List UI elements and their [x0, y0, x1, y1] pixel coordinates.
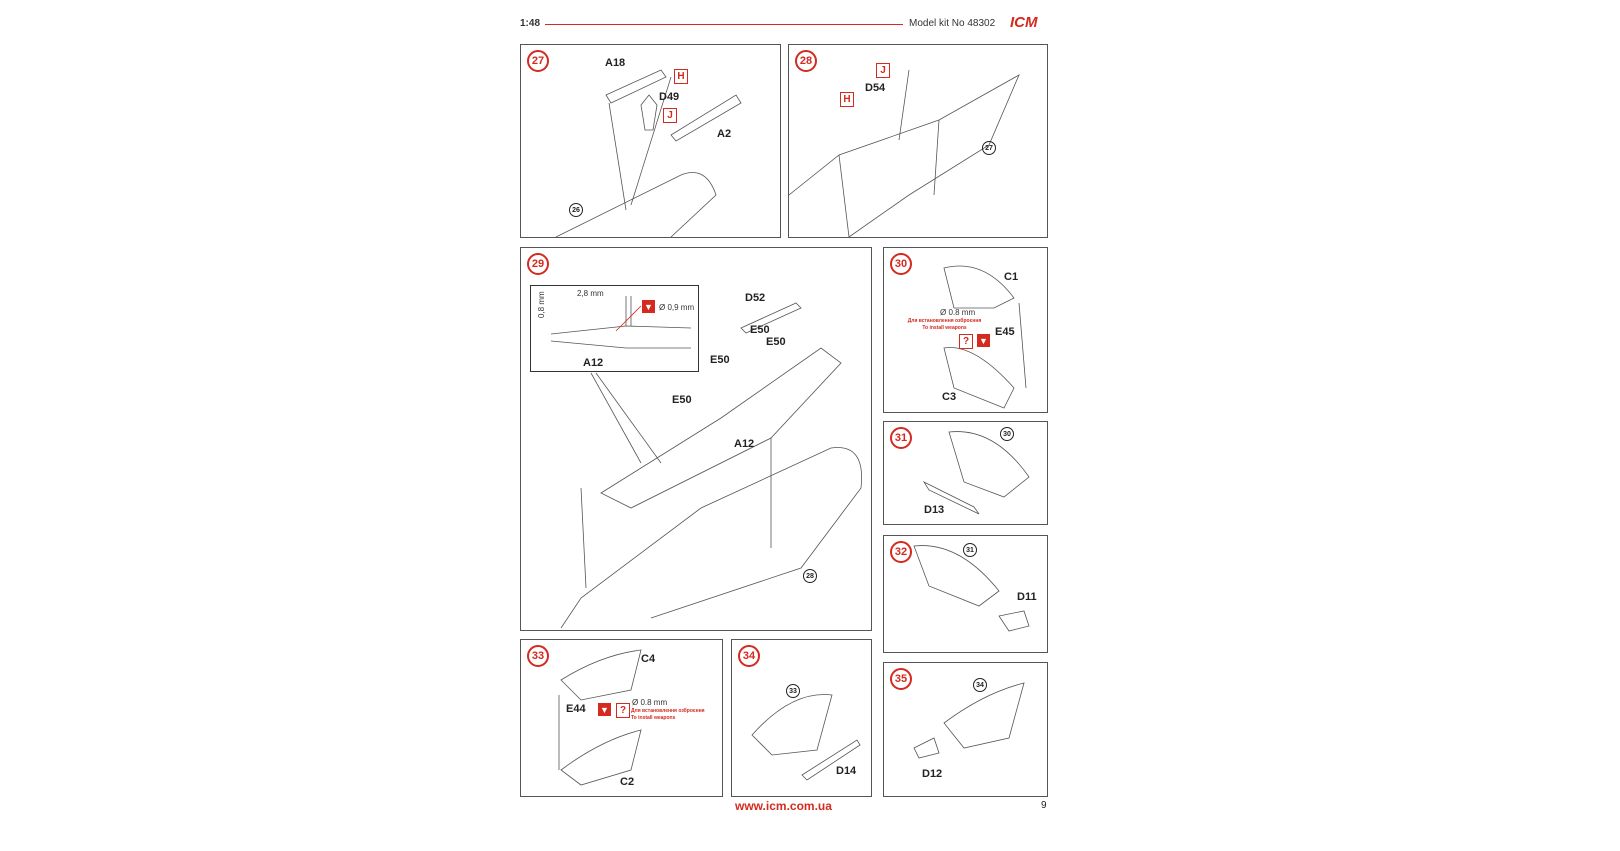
part-label: E50: [672, 394, 692, 406]
color-code-box: H: [840, 92, 854, 107]
part-label: D11: [1017, 591, 1037, 603]
drill-icon: ▼: [977, 334, 990, 347]
kit-number: Model kit No 48302: [909, 18, 996, 29]
step-33-panel: 33 C4 E44 ▼ ? Ø 0.8 mm Для встановлення …: [520, 639, 723, 797]
part-label: C1: [1004, 271, 1019, 283]
step-number: 29: [527, 253, 549, 275]
step-31-panel: 31 30 D13: [883, 421, 1048, 525]
part-label: E50: [750, 324, 770, 336]
step-reference: 27: [982, 141, 996, 155]
scale-label: 1:48: [520, 18, 541, 29]
step-32-panel: 32 31 D11: [883, 535, 1048, 653]
drill-diameter: Ø 0.8 mm: [632, 698, 668, 707]
step-reference: 34: [973, 678, 987, 692]
part-label: D49: [659, 91, 680, 103]
part-label: A18: [605, 57, 626, 69]
part-label: D12: [922, 768, 943, 780]
website-link[interactable]: www.icm.com.ua: [735, 799, 832, 813]
color-code-box: J: [876, 63, 890, 78]
step-number: 27: [527, 50, 549, 72]
drill-icon: ▼: [642, 300, 655, 313]
part-label: E45: [995, 326, 1015, 338]
step-number: 35: [890, 668, 912, 690]
color-code-box: J: [663, 108, 677, 123]
step-reference: 30: [1000, 427, 1014, 441]
header-rule: [545, 24, 903, 25]
part-label: C3: [942, 391, 957, 403]
note-ukrainian: Для встановлення озброєння: [631, 708, 705, 714]
step-number: 32: [890, 541, 912, 563]
part-label: C4: [641, 653, 656, 665]
page-number: 9: [1041, 800, 1047, 811]
step-reference: 31: [963, 543, 977, 557]
part-label: C2: [620, 776, 635, 788]
drill-diameter: Ø 0,9 mm: [659, 303, 695, 312]
part-label: E44: [566, 703, 586, 715]
step-34-panel: 34 33 D14: [731, 639, 872, 797]
step-number: 33: [527, 645, 549, 667]
dimension-width: 2,8 mm: [577, 289, 604, 298]
part-label: D52: [745, 292, 766, 304]
step-number: 30: [890, 253, 912, 275]
part-label: A2: [717, 128, 732, 140]
part-label: D54: [865, 82, 886, 94]
step-30-panel: 30 C1 Ø 0.8 mm Для встановлення озброєнн…: [883, 247, 1048, 413]
question-box: ?: [616, 703, 630, 718]
step-reference: 26: [569, 203, 583, 217]
step-reference: 28: [803, 569, 817, 583]
part-label: A12: [583, 357, 604, 369]
step-28-panel: 28 D54 J H 27: [788, 44, 1048, 238]
color-code-box: H: [674, 69, 688, 84]
step-27-panel: 27 A18 D49 A2 H J 26: [520, 44, 781, 238]
part-label: E50: [766, 336, 786, 348]
step-number: 34: [738, 645, 760, 667]
part-label: A12: [734, 438, 755, 450]
icm-logo: ICM: [1010, 14, 1038, 31]
dimension-height: 0,8 mm: [537, 291, 546, 318]
step-number: 31: [890, 427, 912, 449]
step-number: 28: [795, 50, 817, 72]
part-label: D14: [836, 765, 857, 777]
step-reference: 33: [786, 684, 800, 698]
step-29-panel: 29 2,8 mm 0,8 mm ▼ Ø 0,9 mm A12 D52 E50 …: [520, 247, 872, 631]
note-ukrainian: Для встановлення озброєння: [907, 318, 982, 324]
drill-icon: ▼: [598, 703, 611, 716]
question-box: ?: [959, 334, 973, 349]
part-label: D13: [924, 504, 945, 516]
note-english: To install weapons: [922, 325, 967, 331]
step-35-panel: 35 34 D12: [883, 662, 1048, 797]
part-label: E50: [710, 354, 730, 366]
note-english: To install weapons: [631, 715, 676, 721]
drill-diameter: Ø 0.8 mm: [940, 308, 976, 317]
detail-inset: 2,8 mm 0,8 mm ▼ Ø 0,9 mm A12: [530, 285, 699, 372]
